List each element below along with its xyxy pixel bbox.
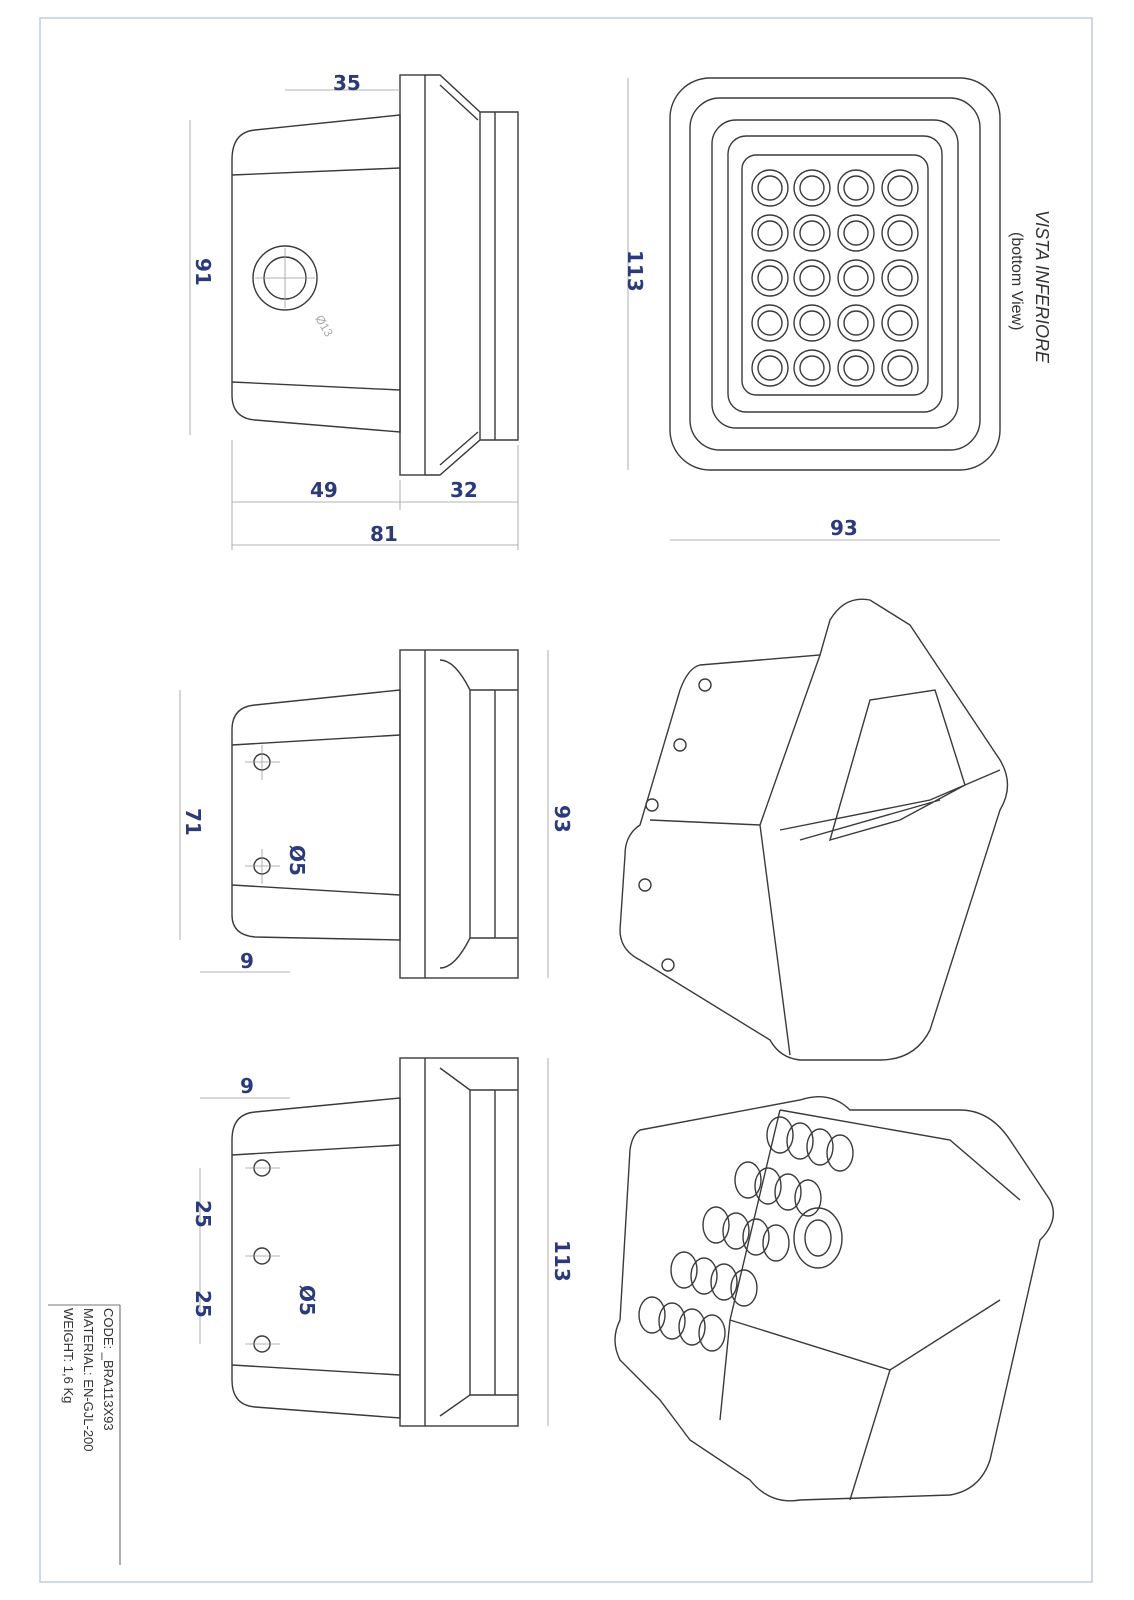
bottom-hole-grid xyxy=(751,169,919,387)
iso-hole xyxy=(710,1263,738,1301)
bottom-hole xyxy=(799,265,825,291)
sheet-border xyxy=(39,17,1093,1583)
bottom-hole xyxy=(881,214,919,252)
iso-hole xyxy=(786,1122,814,1160)
dim-113-long: 113 xyxy=(550,1240,574,1282)
bottom-hole xyxy=(843,220,869,246)
bottom-hole xyxy=(793,349,831,387)
bottom-hole xyxy=(757,175,783,201)
weight-label: WEIGHT: 1,6 Kg xyxy=(61,1308,76,1403)
iso-hole xyxy=(638,1296,666,1334)
bottom-view: 113 93 VISTA INFERIORE (bottom View) xyxy=(623,77,1052,541)
dim-93-bottom: 93 xyxy=(830,516,858,540)
dim-49: 49 xyxy=(310,478,338,502)
iso-hole xyxy=(658,1302,686,1340)
dim-113-bottom: 113 xyxy=(623,250,647,292)
iso-hole xyxy=(730,1269,758,1307)
side-view: 35 91 Ø13 49 32 81 xyxy=(189,71,519,550)
iso-hole xyxy=(678,1308,706,1346)
iso-hole xyxy=(794,1179,822,1217)
bottom-hole xyxy=(757,355,783,381)
bottom-hole xyxy=(887,355,913,381)
bottom-hole xyxy=(837,214,875,252)
bottom-hole xyxy=(881,169,919,207)
dim-hole-diameter-5: Ø5 xyxy=(285,845,309,876)
iso-hole xyxy=(670,1251,698,1289)
iso-hole xyxy=(722,1212,750,1250)
dim-9-front: 9 xyxy=(240,949,254,973)
bottom-hole xyxy=(799,310,825,336)
dim-25-first: 25 xyxy=(191,1200,215,1228)
material-label: MATERIAL: EN-GJL-200 xyxy=(81,1308,96,1452)
bottom-hole xyxy=(843,355,869,381)
iso-hole-grid xyxy=(638,1116,854,1352)
dim-35: 35 xyxy=(333,71,361,95)
iso-hole xyxy=(766,1116,794,1154)
bottom-hole xyxy=(837,259,875,297)
bottom-hole xyxy=(751,349,789,387)
iso-hole xyxy=(762,1224,790,1262)
bottom-hole xyxy=(881,304,919,342)
bottom-hole xyxy=(757,310,783,336)
iso-hole xyxy=(734,1161,762,1199)
bottom-hole xyxy=(837,304,875,342)
dim-81: 81 xyxy=(370,522,398,546)
iso-hole xyxy=(826,1134,854,1172)
bottom-hole xyxy=(793,259,831,297)
bottom-hole xyxy=(887,310,913,336)
bottom-view-subtitle: (bottom View) xyxy=(1008,232,1025,330)
dim-93-front: 93 xyxy=(550,805,574,833)
bottom-hole xyxy=(799,220,825,246)
bottom-hole xyxy=(793,214,831,252)
side-hole-outer xyxy=(252,245,318,311)
bottom-view-title: VISTA INFERIORE xyxy=(1032,210,1052,364)
bottom-hole xyxy=(757,265,783,291)
bottom-hole xyxy=(837,349,875,387)
iso-hole xyxy=(754,1167,782,1205)
iso-hole xyxy=(806,1128,834,1166)
bottom-hole xyxy=(887,175,913,201)
dim-25-second: 25 xyxy=(191,1290,215,1318)
dim-hole-diameter-5-long: Ø5 xyxy=(295,1285,319,1316)
bottom-hole xyxy=(751,259,789,297)
iso-hole xyxy=(698,1314,726,1352)
bottom-hole xyxy=(887,265,913,291)
dim-91: 91 xyxy=(191,258,215,286)
bottom-hole xyxy=(793,304,831,342)
bottom-hole xyxy=(843,265,869,291)
bottom-hole xyxy=(793,169,831,207)
bottom-hole xyxy=(751,214,789,252)
code-label: CODE: _BRA113X93 xyxy=(101,1308,116,1431)
bottom-hole xyxy=(799,355,825,381)
bottom-hole xyxy=(757,220,783,246)
bottom-hole xyxy=(881,349,919,387)
isometric-view-top xyxy=(619,598,1009,1061)
dim-71: 71 xyxy=(181,808,205,836)
bottom-hole xyxy=(799,175,825,201)
title-block: CODE: _BRA113X93 MATERIAL: EN-GJL-200 WE… xyxy=(48,1304,121,1565)
bottom-hole xyxy=(843,310,869,336)
iso-hole xyxy=(702,1206,730,1244)
bottom-hole xyxy=(881,259,919,297)
iso-hole xyxy=(742,1218,770,1256)
bottom-hole xyxy=(751,169,789,207)
bottom-hole xyxy=(843,175,869,201)
dim-32: 32 xyxy=(450,478,478,502)
dim-9-long: 9 xyxy=(240,1074,254,1098)
bottom-hole xyxy=(837,169,875,207)
front-view: 71 Ø5 9 93 xyxy=(179,649,574,979)
bottom-hole xyxy=(887,220,913,246)
long-view: 9 25 25 Ø5 113 xyxy=(191,1057,574,1427)
isometric-view-bottom xyxy=(614,1096,1054,1502)
bottom-hole xyxy=(751,304,789,342)
iso-hole xyxy=(774,1173,802,1211)
iso-hole xyxy=(690,1257,718,1295)
